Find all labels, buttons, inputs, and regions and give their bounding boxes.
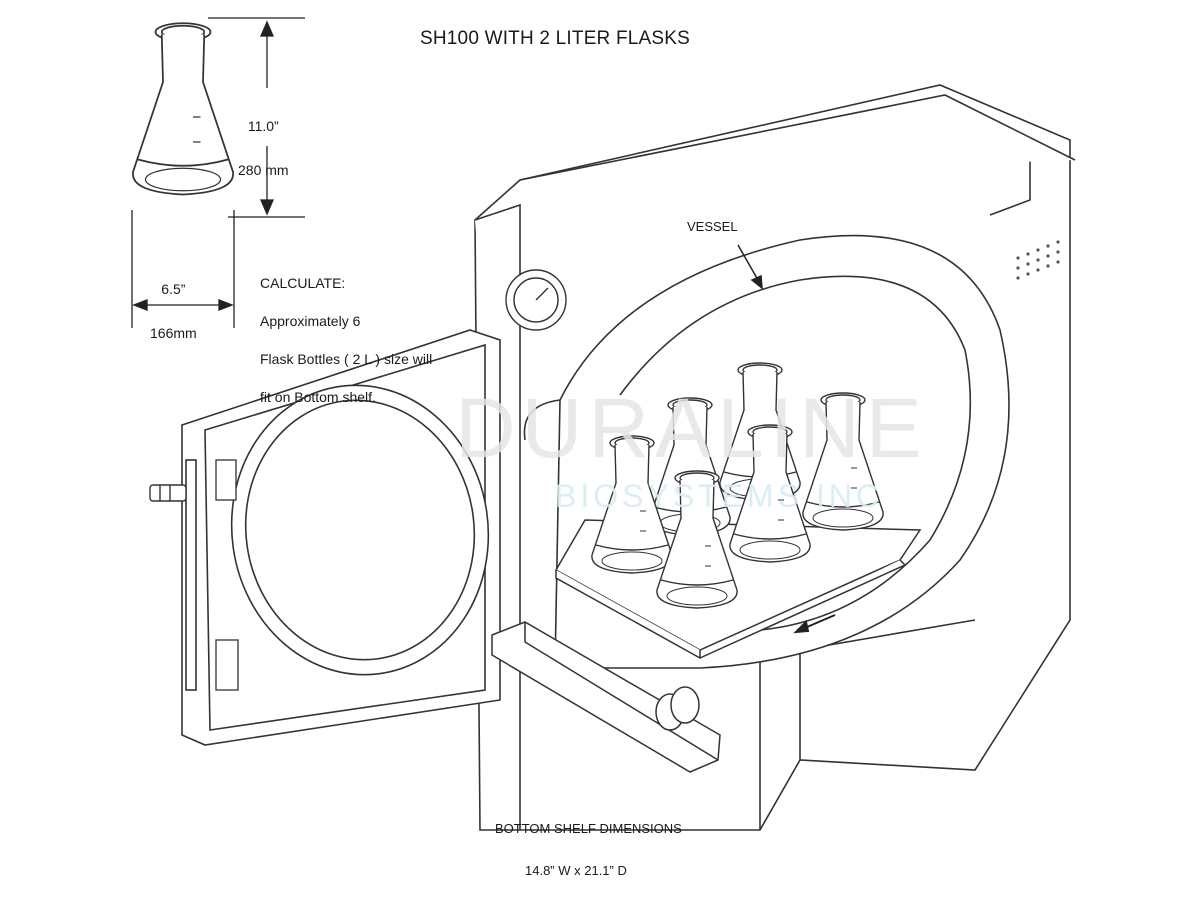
flask-width-inches: 6.5” [161,281,186,297]
vessel-label: VESSEL [687,219,738,234]
watermark-subtitle: BIOSYSTEMS INC [555,478,884,514]
bottom-shelf-note: BOTTOM SHELF DIMENSIONS 14.8” W x 21.1” … [495,797,682,902]
autoclave-illustration [131,17,1076,831]
watermark-name: DURALINE [455,381,928,475]
diagram-title: SH100 WITH 2 LITER FLASKS [420,28,691,49]
door-hinge [215,459,239,691]
reference-flask [132,22,234,196]
height-dimension [208,17,305,218]
front-rail [491,621,721,773]
shelf-direction-arrow [793,614,836,634]
calculate-line-1: Approximately 6 [260,313,361,329]
width-dimension [131,210,235,328]
bottom-shelf-dimensions: 14.8” W x 21.1” D [525,863,627,878]
vessel-pointer-arrow [737,244,763,290]
open-door [181,329,501,746]
flask-width-mm: 166mm [150,325,197,341]
release-knob [655,686,700,731]
cabinet-vents [1016,240,1060,280]
calculate-note: CALCULATE: Approximately 6 Flask Bottles… [260,255,432,426]
flask-height-mm: 280 mm [238,162,289,178]
calculate-line-3: fit on Bottom shelf. [260,389,376,405]
flask-height-inches: 11.0” [247,118,279,134]
flask-width-label: 6.5” 166mm [150,256,197,366]
pressure-gauge [505,269,567,331]
flask-height-label: 11.0” 280 mm [238,93,289,203]
bottom-shelf-heading: BOTTOM SHELF DIMENSIONS [495,821,682,836]
door-handle [149,484,187,502]
calculate-line-2: Flask Bottles ( 2 L ) size will [260,351,433,367]
calculate-heading: CALCULATE: [260,275,346,291]
